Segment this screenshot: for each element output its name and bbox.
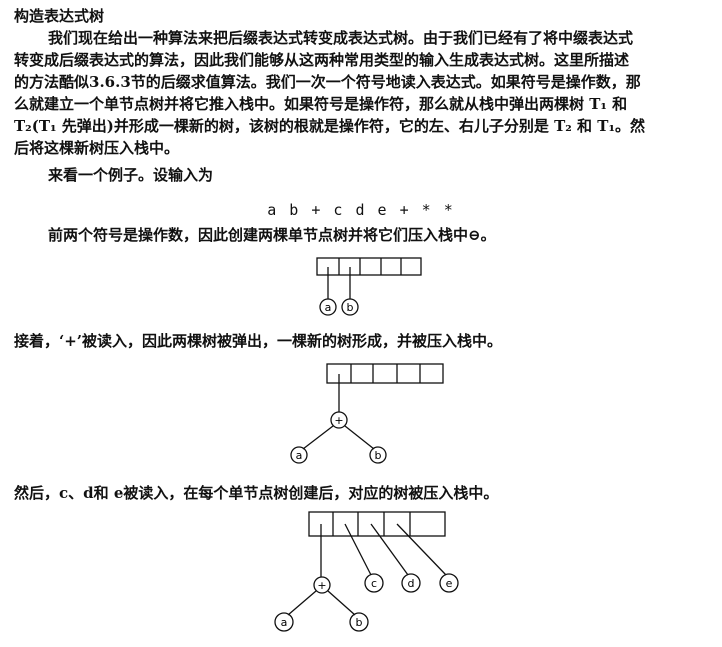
intro-line: T₂(T₁ 先弹出)并形成一棵新的树，该树的根就是操作符，它的左、右儿子分别是 … bbox=[14, 117, 646, 135]
intro-line: 转变成后缀表达式的算法，因此我们能够从这两种常用类型的输入生成表达式树。这里所描… bbox=[14, 51, 630, 69]
tree-node bbox=[369, 446, 387, 464]
tree-node bbox=[439, 573, 459, 593]
tree-node bbox=[401, 573, 421, 593]
tree-node bbox=[330, 411, 348, 429]
step1-paragraph: 前两个符号是操作数，因此创建两棵单节点树并将它们压入栈中⊖。 bbox=[14, 224, 714, 246]
tree-node bbox=[341, 298, 359, 316]
intro-line: 我们现在给出一种算法来把后缀表达式转变成表达式树。由于我们已经有了将中缀表达式 bbox=[48, 29, 634, 47]
example-intro-text: 来看一个例子。设输入为 bbox=[48, 166, 214, 184]
node-label-a: a bbox=[296, 449, 303, 462]
diagram-1 bbox=[316, 257, 422, 316]
tree-edge bbox=[287, 590, 317, 616]
postfix-expression: a b + c d e + * * bbox=[267, 201, 455, 219]
tree-edge bbox=[302, 425, 334, 450]
tree-node bbox=[313, 576, 331, 594]
node-label-plus: + bbox=[334, 414, 343, 427]
tree-node bbox=[319, 298, 337, 316]
stack-array bbox=[308, 511, 446, 537]
example-intro: 来看一个例子。设输入为 bbox=[14, 164, 714, 186]
step1-text: 前两个符号是操作数，因此创建两棵单节点树并将它们压入栈中⊖。 bbox=[48, 226, 496, 244]
step3-text: 然后，c、d和 e被读入，在每个单节点树创建后，对应的树被压入栈中。 bbox=[14, 484, 499, 502]
node-label-d: d bbox=[408, 577, 415, 590]
tree-edge bbox=[344, 425, 375, 450]
pointer-edge bbox=[370, 523, 409, 576]
step2-text: 接着，‘+’被读入，因此两棵树被弹出，一棵新的树形成，并被压入栈中。 bbox=[14, 332, 503, 350]
pointer-edge bbox=[344, 523, 372, 576]
tree-node bbox=[290, 446, 308, 464]
diagram-2 bbox=[290, 363, 444, 464]
intro-line: 的方法酷似3.6.3节的后缀求值算法。我们一次一个符号地读入表达式。如果符号是操… bbox=[14, 73, 641, 91]
step2-paragraph: 接着，‘+’被读入，因此两棵树被弹出，一棵新的树形成，并被压入栈中。 bbox=[14, 330, 714, 352]
intro-line: 后将这棵新树压入栈中。 bbox=[14, 139, 180, 157]
tree-node bbox=[364, 573, 384, 593]
node-label-a: a bbox=[281, 616, 288, 629]
step3-paragraph: 然后，c、d和 e被读入，在每个单节点树创建后，对应的树被压入栈中。 bbox=[14, 482, 714, 504]
node-label-b: b bbox=[347, 301, 354, 314]
node-label-b: b bbox=[356, 616, 363, 629]
tree-node bbox=[274, 612, 294, 632]
pointer-edge bbox=[396, 523, 447, 576]
tree-edge bbox=[327, 590, 356, 616]
diagram-3 bbox=[274, 511, 459, 632]
node-label-e: e bbox=[446, 577, 453, 590]
node-label-c: c bbox=[371, 577, 377, 590]
section-heading: 构造表达式树 bbox=[14, 7, 105, 25]
node-label-a: a bbox=[325, 301, 332, 314]
stack-array bbox=[326, 363, 444, 384]
tree-node bbox=[349, 612, 369, 632]
stack-array bbox=[316, 257, 422, 276]
intro-line: 么就建立一个单节点树并将它推入栈中。如果符号是操作符，那么就从栈中弹出两棵树 T… bbox=[14, 95, 628, 113]
node-label-b: b bbox=[375, 449, 382, 462]
node-label-plus: + bbox=[317, 579, 326, 592]
intro-paragraph: 我们现在给出一种算法来把后缀表达式转变成表达式树。由于我们已经有了将中缀表达式 … bbox=[14, 27, 714, 159]
